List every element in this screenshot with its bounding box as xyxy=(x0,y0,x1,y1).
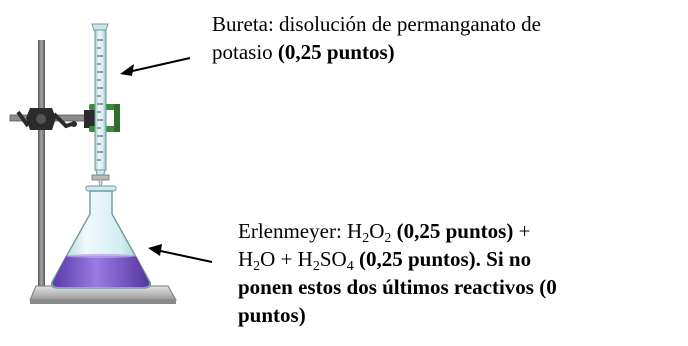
arrow-icon xyxy=(120,57,191,76)
subscript: 2 xyxy=(384,231,392,246)
flask-label-line4: puntos) xyxy=(238,301,686,329)
burette-label: Bureta: disolución de permanganato de po… xyxy=(212,10,682,66)
erlenmeyer-flask-icon xyxy=(50,185,152,289)
flask-label: Erlenmeyer: H2O2 (0,25 puntos) + H2O + H… xyxy=(238,217,686,329)
burette-label-text: potasio xyxy=(212,40,273,64)
flask-text-prefix: Erlenmeyer: H xyxy=(238,219,363,243)
burette-score: (0,25 puntos) xyxy=(277,40,395,64)
formula-text: O + H xyxy=(260,247,313,271)
flask-label-line2: H2O + H2SO4 (0,25 puntos). Si no xyxy=(238,245,686,274)
burette-icon xyxy=(91,23,110,197)
subscript: 2 xyxy=(253,259,261,274)
flask-score: (0,25 puntos) xyxy=(396,219,514,243)
flask-score-note: (0,25 puntos). Si no xyxy=(358,247,532,271)
formula-text: SO xyxy=(319,247,347,271)
burette-label-line1: Bureta: disolución de permanganato de xyxy=(212,12,541,36)
flask-text-mid: O xyxy=(369,219,385,243)
burette-label-line2: potasio (0,25 puntos) xyxy=(212,38,682,66)
formula-text: H xyxy=(238,247,254,271)
subscript: 2 xyxy=(362,231,370,246)
flask-text-suffix: + xyxy=(518,219,531,243)
flask-label-line1: Erlenmeyer: H2O2 (0,25 puntos) + xyxy=(238,217,686,246)
subscript: 4 xyxy=(346,259,354,274)
flask-note-line4: puntos) xyxy=(238,303,306,327)
flask-note-line3: ponen estos dos últimos reactivos (0 xyxy=(238,275,557,299)
arrow-icon xyxy=(148,244,213,263)
flask-label-line3: ponen estos dos últimos reactivos (0 xyxy=(238,273,686,301)
subscript: 2 xyxy=(312,259,320,274)
